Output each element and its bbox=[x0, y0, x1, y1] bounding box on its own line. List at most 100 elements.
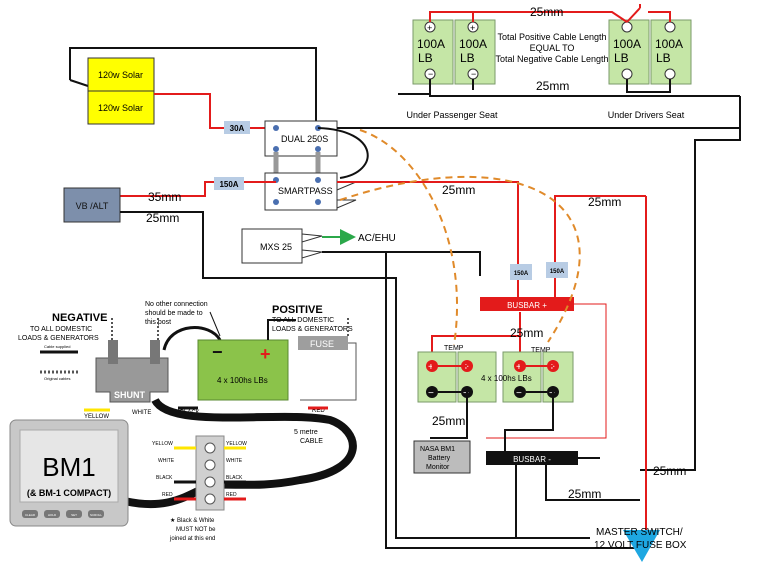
busbar-negative bbox=[486, 451, 578, 465]
negative-terminal-icon bbox=[426, 386, 438, 398]
wire-label: WHITE bbox=[132, 410, 151, 416]
busbar-label: BUSBAR - bbox=[513, 455, 551, 464]
mxs-25-label: MXS 25 bbox=[260, 242, 292, 252]
terminal-label: WHITE bbox=[226, 458, 243, 464]
cable-size-label: 25mm bbox=[568, 487, 601, 501]
fuse-label: 150A bbox=[550, 269, 565, 275]
battery-positive-cable bbox=[431, 312, 521, 366]
button-label: CLEAR bbox=[25, 513, 36, 517]
bm1-set-button bbox=[66, 510, 82, 518]
cable-segment bbox=[119, 486, 202, 509]
fuse-150a bbox=[214, 177, 244, 190]
battery-label: 100A bbox=[613, 37, 641, 51]
mxs-positive-cable bbox=[322, 251, 481, 276]
terminal-label: BLACK bbox=[156, 475, 173, 481]
smartpass-positive-cable bbox=[337, 181, 519, 298]
cable-size-label: 25mm bbox=[432, 414, 465, 428]
terminal-icon bbox=[315, 177, 321, 183]
battery-link-cable bbox=[430, 392, 468, 439]
cable-size-label: 25mm bbox=[536, 79, 569, 93]
terminal-icon bbox=[273, 146, 279, 152]
plus-icon: + bbox=[549, 362, 555, 373]
connector-icon bbox=[301, 249, 323, 259]
legend-label: Cable supplied bbox=[44, 344, 70, 349]
terminal-label: RED bbox=[226, 492, 237, 498]
warning-note: MUST NOT be bbox=[176, 527, 216, 533]
alternator-negative-cable bbox=[120, 211, 590, 539]
terminal-label: RED bbox=[162, 492, 173, 498]
busbar-feed-cable bbox=[554, 195, 646, 298]
ac-ehu-label: AC/EHU bbox=[358, 233, 396, 244]
fuse-label: 30A bbox=[230, 124, 245, 133]
nasa-label: Monitor bbox=[426, 464, 450, 471]
master-switch-label: MASTER SWITCH/ bbox=[596, 527, 683, 538]
cable-length-label: 5 metre bbox=[294, 429, 318, 436]
equal-length-note: Total Positive Cable Length bbox=[497, 32, 606, 42]
legend-label: Original cables bbox=[44, 376, 70, 381]
plus-icon: + bbox=[428, 362, 434, 373]
shunt-body bbox=[95, 357, 169, 403]
cable-size-label: 25mm bbox=[588, 195, 621, 209]
nasa-bm1-monitor bbox=[413, 440, 471, 474]
wire-label: RED bbox=[312, 408, 325, 414]
fuse-30a bbox=[224, 121, 250, 134]
terminal-icon bbox=[273, 199, 279, 205]
terminal-label: YELLOW bbox=[226, 441, 247, 447]
connection-note: No other connection bbox=[145, 301, 208, 308]
fuse-label: FUSE bbox=[310, 339, 334, 349]
positive-subtitle: TO ALL DOMESTIC bbox=[272, 317, 334, 324]
battery-label: LB bbox=[656, 51, 671, 65]
drivers-seat-label: Under Drivers Seat bbox=[608, 110, 685, 120]
plus-icon: + bbox=[427, 23, 432, 33]
drivers-battery-pair: 100A LB 100A LB bbox=[608, 19, 692, 85]
dual-link-cable bbox=[317, 127, 369, 179]
negative-title: NEGATIVE bbox=[52, 312, 107, 324]
passenger-seat-label: Under Passenger Seat bbox=[406, 110, 498, 120]
terminal-icon bbox=[273, 125, 279, 131]
button-label: SET bbox=[71, 513, 77, 517]
plus-icon: + bbox=[470, 23, 475, 33]
alternator-positive-cable bbox=[120, 181, 276, 197]
fuse-label: 150A bbox=[514, 271, 529, 277]
smartpass-label: SMARTPASS bbox=[278, 186, 333, 196]
mxs-25-charger bbox=[241, 228, 303, 264]
master-switch-arrow-icon bbox=[623, 530, 660, 562]
shunt-post bbox=[108, 340, 118, 364]
cable-segment bbox=[267, 319, 296, 340]
minus-icon: − bbox=[428, 388, 434, 399]
top-cables bbox=[398, 4, 740, 97]
fuse-150a bbox=[510, 264, 532, 280]
equal-length-note: EQUAL TO bbox=[530, 43, 575, 53]
minus-icon: − bbox=[471, 69, 476, 79]
battery-label: 100A bbox=[417, 37, 445, 51]
solar-panel-label: 120w Solar bbox=[98, 103, 143, 113]
fuse-label: 150A bbox=[219, 180, 238, 189]
fuse-holder bbox=[298, 336, 348, 350]
terminal-screw-icon bbox=[204, 493, 216, 505]
bm1-subtitle: (& BM-1 COMPACT) bbox=[27, 488, 111, 498]
terminal-label: YELLOW bbox=[152, 441, 173, 447]
negative-subtitle: LOADS & GENERATORS bbox=[18, 335, 99, 342]
shunt-label: SHUNT bbox=[114, 390, 146, 400]
plus-icon: + bbox=[463, 362, 469, 373]
battery-label: LB bbox=[614, 51, 629, 65]
five-metre-cable bbox=[151, 397, 357, 492]
battery-label: 100A bbox=[459, 37, 487, 51]
temp-label: TEMP bbox=[531, 347, 551, 354]
solar-panel-label: 120w Solar bbox=[98, 70, 143, 80]
cable-size-label: 25mm bbox=[653, 464, 686, 478]
cable-size-label: 25mm bbox=[146, 211, 179, 225]
minus-icon: − bbox=[516, 388, 522, 399]
bm1-title: BM1 bbox=[42, 452, 95, 482]
cable-size-label: 25mm bbox=[510, 326, 543, 340]
bm1-screen bbox=[19, 429, 119, 503]
cable-size-label: 35mm bbox=[148, 190, 181, 204]
connection-note: should be made to bbox=[145, 310, 203, 317]
temp-label: TEMP bbox=[444, 345, 464, 352]
master-switch-label: 12 VOLT FUSE BOX bbox=[594, 540, 687, 551]
temp-sensor-cable bbox=[359, 129, 458, 346]
temp-sensor-cable bbox=[339, 175, 581, 343]
positive-subtitle: LOADS & GENERATORS bbox=[272, 326, 353, 333]
battery-bank: + + + + − − − − TEMP TEMP 4 x 100hs LBs bbox=[417, 345, 574, 403]
